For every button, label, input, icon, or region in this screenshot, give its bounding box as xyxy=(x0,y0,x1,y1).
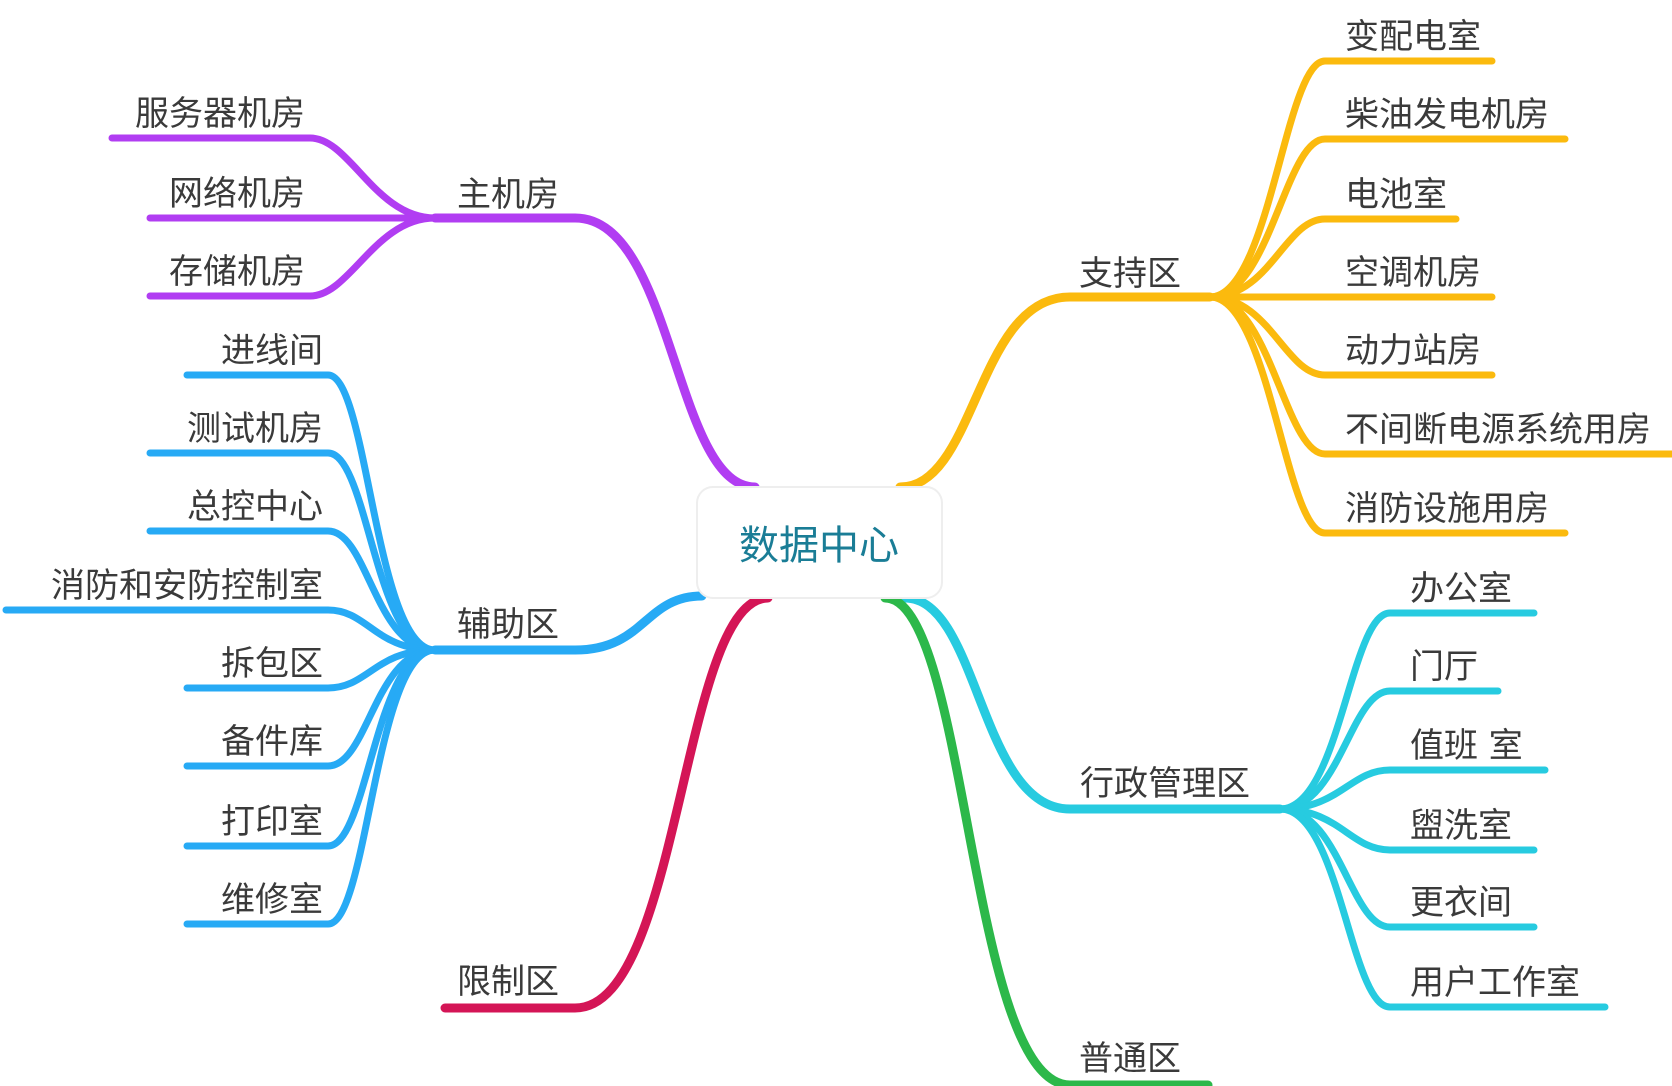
root-node-box xyxy=(696,486,943,599)
branch-label[interactable]: 限制区 xyxy=(457,962,559,1002)
root-node[interactable]: 数据中心 xyxy=(696,486,943,599)
child-label[interactable]: 门厅 xyxy=(1410,647,1478,687)
branch-label[interactable]: 普通区 xyxy=(1079,1039,1181,1079)
child-label[interactable]: 柴油发电机房 xyxy=(1345,95,1549,135)
branch-edge xyxy=(880,593,1213,1086)
child-label[interactable]: 办公室 xyxy=(1410,569,1512,609)
child-edge xyxy=(146,214,439,300)
child-edge xyxy=(146,449,439,654)
branch-edge xyxy=(430,591,707,655)
child-edge xyxy=(1276,766,1549,813)
child-label[interactable]: 存储机房 xyxy=(169,252,305,292)
child-label[interactable]: 消防和安防控制室 xyxy=(51,566,323,606)
branch-edge xyxy=(895,292,1215,492)
child-label[interactable]: 备件库 xyxy=(221,722,323,762)
child-edge xyxy=(1206,135,1569,301)
child-label[interactable]: 用户工作室 xyxy=(1410,963,1580,1003)
child-label[interactable]: 盥洗室 xyxy=(1410,806,1512,846)
child-edge xyxy=(1276,805,1609,1011)
child-label[interactable]: 动力站房 xyxy=(1345,331,1481,371)
child-label[interactable]: 服务器机房 xyxy=(135,94,305,134)
child-label[interactable]: 消防设施用房 xyxy=(1345,489,1549,529)
child-label[interactable]: 电池室 xyxy=(1345,175,1447,215)
branch-label[interactable]: 行政管理区 xyxy=(1080,764,1250,804)
child-label[interactable]: 拆包区 xyxy=(221,644,323,684)
child-edge xyxy=(183,646,439,928)
branch-label[interactable]: 辅助区 xyxy=(457,605,559,645)
child-label[interactable]: 打印室 xyxy=(221,802,323,842)
child-label[interactable]: 总控中心 xyxy=(187,487,323,527)
child-label[interactable]: 空调机房 xyxy=(1345,253,1481,293)
child-edge xyxy=(1206,215,1460,301)
child-label[interactable]: 进线间 xyxy=(221,331,323,371)
branch-edge xyxy=(430,213,760,492)
child-edge xyxy=(108,134,439,222)
child-label[interactable]: 更衣间 xyxy=(1410,883,1512,923)
child-edge xyxy=(1276,609,1538,813)
child-edge xyxy=(1276,687,1502,813)
child-label[interactable]: 网络机房 xyxy=(169,174,305,214)
child-label[interactable]: 值班 室 xyxy=(1410,726,1523,766)
branch-label[interactable]: 支持区 xyxy=(1079,254,1181,294)
branch-edge xyxy=(900,593,1285,814)
child-label[interactable]: 维修室 xyxy=(221,880,323,920)
child-edge xyxy=(1206,293,1569,537)
branch-label[interactable]: 主机房 xyxy=(457,175,559,215)
root-node-label: 数据中心 xyxy=(739,523,899,569)
child-label[interactable]: 测试机房 xyxy=(187,409,323,449)
child-label[interactable]: 变配电室 xyxy=(1345,17,1481,57)
child-edge xyxy=(146,527,439,654)
child-label[interactable]: 不间断电源系统用房 xyxy=(1345,410,1651,450)
branch-edge xyxy=(440,593,773,1013)
